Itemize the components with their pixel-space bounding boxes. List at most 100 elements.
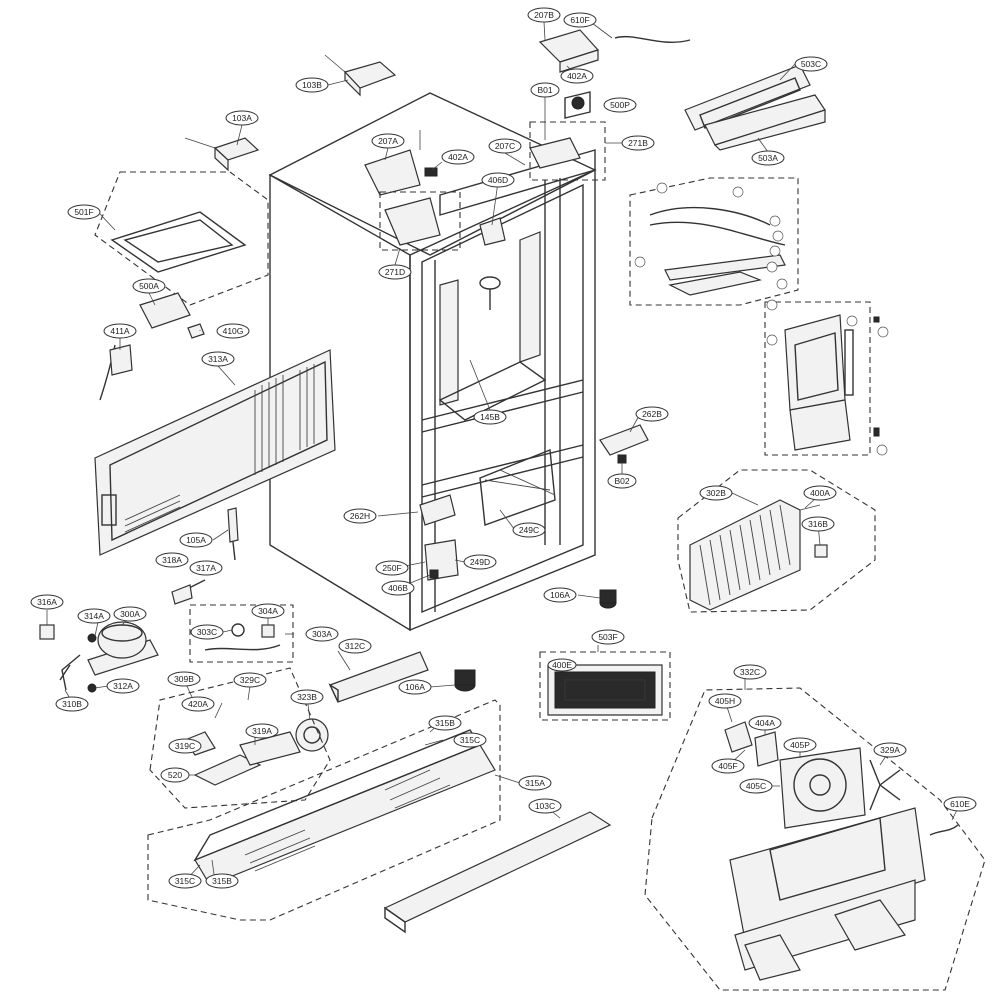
callout-B02: B02 (607, 473, 637, 489)
callout-315A: 315A (518, 775, 552, 791)
svg-text:317A: 317A (196, 563, 216, 573)
svg-text:405P: 405P (790, 740, 810, 750)
svg-text:300A: 300A (120, 609, 140, 619)
svg-text:310B: 310B (62, 699, 82, 709)
callout-323B: 323B (290, 689, 324, 705)
callout-315B: 315B (205, 873, 239, 889)
svg-text:207B: 207B (534, 10, 554, 20)
callout-309B: 309B (167, 671, 201, 687)
callout-402A-top: 402A (560, 68, 594, 84)
callout-103C: 103C (528, 798, 562, 814)
svg-text:329A: 329A (880, 745, 900, 755)
svg-text:420A: 420A (188, 699, 208, 709)
svg-text:145B: 145B (480, 412, 500, 422)
callout-250F: 250F (375, 560, 409, 576)
svg-text:304A: 304A (258, 606, 278, 616)
callout-406D: 406D (481, 172, 515, 188)
svg-text:313A: 313A (208, 354, 228, 364)
callout-312A: 312A (106, 678, 140, 694)
svg-text:106A: 106A (550, 590, 570, 600)
svg-text:411A: 411A (110, 326, 130, 336)
leveling-feet (454, 589, 617, 692)
svg-text:315C: 315C (175, 876, 195, 886)
base-grille (383, 811, 612, 934)
callout-610F: 610F (563, 12, 597, 28)
svg-text:319A: 319A (252, 726, 272, 736)
callout-503F: 503F (591, 629, 625, 645)
callout-405H: 405H (708, 693, 742, 709)
callout-329C: 329C (233, 672, 267, 688)
callout-405F: 405F (711, 758, 745, 774)
callout-315C-top: 315C (453, 732, 487, 748)
callout-249D: 249D (463, 554, 497, 570)
back-cover-panel (94, 349, 336, 556)
svg-text:503A: 503A (758, 153, 778, 163)
callout-411A: 411A (103, 323, 137, 339)
svg-text:103C: 103C (535, 801, 555, 811)
drain-pan-group (539, 651, 671, 721)
callout-420A: 420A (181, 696, 215, 712)
callout-B01: B01 (530, 82, 560, 98)
left-cover-parts (94, 171, 269, 401)
svg-text:329C: 329C (240, 675, 260, 685)
svg-text:316B: 316B (808, 519, 828, 529)
callout-405P: 405P (783, 737, 817, 753)
callout-313A: 313A (201, 351, 235, 367)
svg-text:250F: 250F (382, 563, 401, 573)
callout-319C: 319C (168, 738, 202, 754)
svg-text:316A: 316A (37, 597, 57, 607)
svg-text:303C: 303C (197, 627, 217, 637)
callout-106A-right: 106A (543, 587, 577, 603)
svg-text:315C: 315C (460, 735, 480, 745)
callout-500A: 500A (132, 278, 166, 294)
callout-520: 520 (160, 767, 190, 783)
callout-329A: 329A (873, 742, 907, 758)
svg-text:503F: 503F (598, 632, 617, 642)
callout-312C: 312C (338, 638, 372, 654)
svg-text:405H: 405H (715, 696, 735, 706)
callout-271D: 271D (378, 264, 412, 280)
svg-text:404A: 404A (755, 718, 775, 728)
svg-text:315A: 315A (525, 778, 545, 788)
callout-400A: 400A (803, 485, 837, 501)
svg-text:323B: 323B (297, 692, 317, 702)
callout-500P: 500P (603, 97, 637, 113)
callout-315C: 315C (168, 873, 202, 889)
callout-207C: 207C (488, 138, 522, 154)
svg-text:312C: 312C (345, 641, 365, 651)
callout-314A: 314A (77, 608, 111, 624)
svg-text:207A: 207A (378, 136, 398, 146)
svg-text:302B: 302B (706, 488, 726, 498)
svg-text:314A: 314A (84, 611, 104, 621)
svg-text:500A: 500A (139, 281, 159, 291)
callout-106A: 106A (398, 679, 432, 695)
callout-145B: 145B (473, 409, 507, 425)
svg-text:105A: 105A (186, 535, 206, 545)
svg-text:332C: 332C (740, 667, 760, 677)
callout-303C: 303C (190, 624, 224, 640)
callout-105A: 105A (179, 532, 213, 548)
svg-text:405C: 405C (746, 781, 766, 791)
svg-text:103A: 103A (232, 113, 252, 123)
svg-text:400E: 400E (552, 660, 572, 670)
callout-610E: 610E (943, 796, 977, 812)
top-hinge-parts (184, 29, 691, 246)
callout-406B: 406B (381, 580, 415, 596)
callout-271B: 271B (621, 135, 655, 151)
callout-103B: 103B (295, 77, 329, 93)
svg-text:309B: 309B (174, 674, 194, 684)
svg-text:249C: 249C (519, 525, 539, 535)
callout-300A: 300A (113, 606, 147, 622)
svg-text:520: 520 (168, 770, 182, 780)
callout-501F: 501F (67, 204, 101, 220)
fan-motor (644, 687, 986, 991)
svg-text:319C: 319C (175, 741, 195, 751)
callout-503A: 503A (751, 150, 785, 166)
callout-304A: 304A (251, 603, 285, 619)
svg-text:B01: B01 (537, 85, 552, 95)
compressor (39, 621, 159, 693)
callout-303A: 303A (305, 626, 339, 642)
callout-103A: 103A (225, 110, 259, 126)
callout-402A: 402A (441, 149, 475, 165)
